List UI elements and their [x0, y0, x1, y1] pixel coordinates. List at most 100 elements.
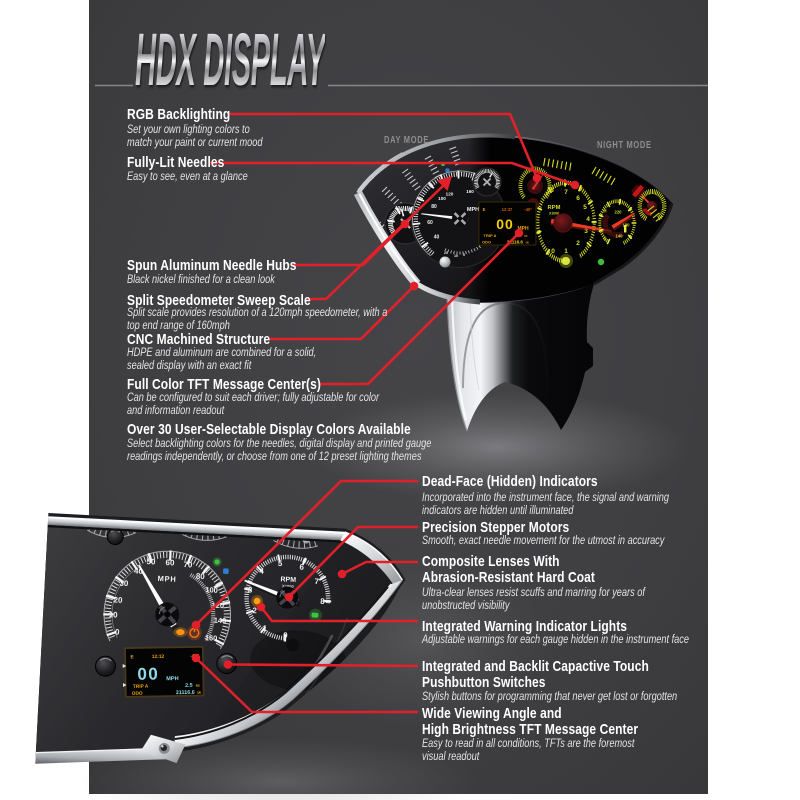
poster-title: HDX DISPLAY	[135, 18, 326, 101]
callout-dots	[191, 173, 580, 669]
day-mode-label: DAY MODE	[384, 135, 429, 146]
feature-heading: Fully-Lit Needles	[127, 153, 225, 171]
tft-trip-unit: MI	[196, 684, 200, 688]
pod-arch	[462, 301, 548, 389]
tft-indicator: E	[483, 207, 486, 212]
feature-description: readings independently, or choose from o…	[127, 450, 422, 463]
gauge-unit-label: X1000	[282, 583, 295, 589]
tft-indicator: E	[130, 654, 134, 660]
bottom-bezel	[35, 516, 404, 764]
gauge-unit-label: RPM	[548, 205, 561, 211]
feature-description: visual readout	[422, 751, 480, 763]
gauge-label: 10	[454, 254, 458, 258]
gauge-label: C	[603, 236, 606, 241]
tft-odo-label: ODO	[132, 691, 143, 697]
feature-description: HDPE and aluminum are combined for a sol…	[127, 347, 317, 359]
tft-trip-label: TRIP A	[484, 233, 497, 238]
line-dead-face-dot	[191, 620, 201, 630]
gauge-label: H	[603, 208, 606, 213]
line-composite-lenses	[341, 560, 418, 576]
gauge-unit-label: MPH	[467, 207, 479, 213]
pushbutton-3	[106, 528, 124, 546]
feature-description: Smooth, exact needle movement for the ut…	[422, 535, 665, 547]
cluster-pod	[447, 284, 594, 431]
night-top-strip	[543, 157, 663, 222]
bezel-bottom	[415, 281, 481, 305]
line-warning-lights	[259, 606, 418, 623]
gauge-unit-label: RPM	[280, 576, 296, 584]
tft-temp: -40°	[524, 207, 532, 212]
tft-clock: 12:37	[502, 207, 513, 212]
gauge-label: 40	[434, 235, 440, 241]
bezel-right-night	[593, 202, 674, 286]
night-indicator-green	[597, 258, 605, 266]
gauge-label: 10	[108, 610, 118, 619]
feature-description: top end range of 160mph	[127, 320, 230, 332]
gauge-label: 6	[299, 563, 304, 572]
feature-description: Ultra-clear lenses resist scuffs and mar…	[422, 587, 645, 599]
night-fuel-gauge	[637, 188, 667, 221]
gauge-label: 100	[205, 585, 218, 595]
feature-description: Black nickel finished for a clean look	[127, 274, 275, 286]
line-pushbuttons-dot	[223, 660, 233, 669]
night-red-streak	[631, 184, 646, 199]
gauge-label: 30	[119, 579, 129, 588]
feature-heading: Abrasion-Resistant Hard Coat	[422, 568, 595, 586]
tft-odo-unit: MI	[526, 241, 529, 245]
day-indicator-blue	[445, 168, 450, 173]
gauge-label: 0	[283, 631, 288, 640]
feature-description: Split scale provides resolution of a 120…	[127, 307, 388, 319]
gauge-label: 6	[576, 195, 580, 202]
feature-heading: Composite Lenses With	[422, 552, 560, 570]
line-fully-lit-needles-dot	[570, 180, 580, 190]
feature-description: Stylish buttons for programming that nev…	[422, 691, 678, 703]
gauge-label: 3	[584, 228, 588, 235]
feature-heading: Full Color TFT Message Center(s)	[127, 375, 321, 393]
gauge-label: 8	[550, 187, 554, 194]
feature-description: Can be configured to suit each driver; f…	[127, 392, 380, 404]
top-cluster: 40 80 40 60 80 100 120 160 20 10 0 MPH 8…	[353, 133, 674, 432]
gauge-label: 4	[586, 216, 590, 223]
feature-heading: Wide Viewing Angle and	[422, 704, 562, 722]
tft-trip-unit: MI	[524, 234, 527, 238]
pushbutton-2	[94, 655, 116, 677]
gauge-label: 80	[431, 204, 437, 210]
gauge-label: 40	[134, 566, 144, 575]
line-tft-center	[318, 232, 520, 386]
gauge-label: 120	[211, 601, 224, 611]
line-stepper-motors-dot	[284, 592, 294, 602]
line-dead-face	[195, 479, 418, 626]
gauge-label: 8	[320, 597, 325, 606]
feature-description: Set your own lighting colors to	[127, 124, 250, 136]
feature-heading: RGB Backlighting	[127, 105, 231, 123]
gauge-label: 160	[205, 633, 218, 643]
line-fully-lit-needles	[210, 161, 576, 187]
warning-indicators	[173, 557, 322, 641]
line-wide-viewing-dot	[191, 653, 201, 663]
tft-speed: 00	[137, 664, 159, 683]
bezel-top	[356, 133, 516, 195]
line-split-sweep-arrow	[437, 176, 452, 191]
tft-speed-unit: MPH	[517, 226, 529, 232]
night-mode-label: NIGHT MODE	[597, 140, 652, 151]
night-temp-gauge: 220 180 140 H C	[598, 198, 637, 245]
feature-description: and information readout	[127, 405, 225, 417]
gauge-label: 3	[248, 585, 253, 594]
feature-heading: CNC Machined Structure	[127, 330, 271, 348]
line-stepper-motors	[288, 525, 418, 598]
temp-marker	[624, 225, 627, 233]
gauge-label: 120	[446, 192, 454, 197]
gauge-label: 100	[438, 196, 446, 201]
feature-heading: Pushbutton Switches	[422, 673, 546, 691]
gauge-label: 1	[262, 624, 267, 633]
tft-odo-unit: MI	[197, 691, 201, 695]
gauge-label: 50	[146, 557, 156, 566]
gauge-unit-label: X1000	[549, 212, 559, 216]
gauge-label: 0	[115, 628, 120, 637]
day-clock-gauge	[472, 167, 502, 197]
gauge-label: 0	[551, 248, 555, 255]
gauge-label: 2	[576, 240, 580, 247]
gauge-label: 1	[564, 248, 568, 255]
tft-odo-label: ODO	[482, 240, 491, 245]
gauge-label: 80	[196, 572, 206, 581]
